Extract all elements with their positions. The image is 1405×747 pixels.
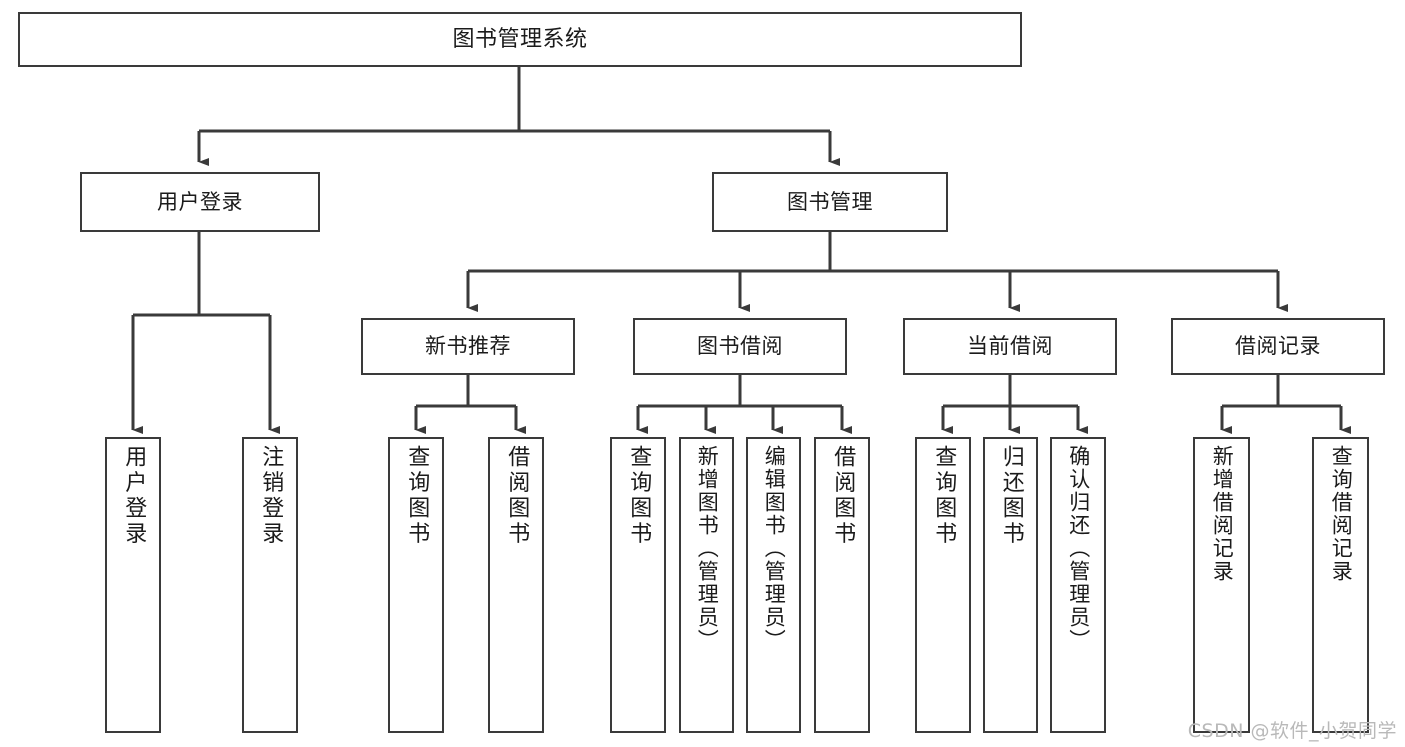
node-user-login-label: 用户登录 [157,189,243,214]
leaf-logout[interactable]: 注销登录 [242,437,298,733]
leaf-edit-book[interactable]: 编辑图书（管理员） [746,437,801,733]
leaf-user-login-label: 用户登录 [121,445,147,547]
node-current-borrow-label: 当前借阅 [967,334,1053,359]
leaf-query-record[interactable]: 查询借阅记录 [1312,437,1369,733]
leaf-confirm-return[interactable]: 确认归还（管理员） [1050,437,1106,733]
leaf-borrow-book-2-label: 借阅图书 [830,445,856,547]
node-new-book-rec[interactable]: 新书推荐 [361,318,575,375]
node-root[interactable]: 图书管理系统 [18,12,1022,67]
node-user-login[interactable]: 用户登录 [80,172,320,232]
node-new-book-rec-label: 新书推荐 [425,334,511,359]
leaf-borrow-book-1[interactable]: 借阅图书 [488,437,544,733]
leaf-add-book[interactable]: 新增图书（管理员） [679,437,734,733]
node-book-borrow[interactable]: 图书借阅 [633,318,847,375]
node-book-manage[interactable]: 图书管理 [712,172,948,232]
leaf-user-login[interactable]: 用户登录 [105,437,161,733]
leaf-query-book-1-label: 查询图书 [404,445,430,547]
leaf-logout-label: 注销登录 [258,445,284,547]
leaf-query-book-1[interactable]: 查询图书 [388,437,444,733]
leaf-borrow-book-1-label: 借阅图书 [504,445,530,547]
leaf-return-book-label: 归还图书 [998,445,1024,547]
leaf-confirm-return-label: 确认归还（管理员） [1066,445,1091,652]
csdn-watermark: CSDN @软件_小贺同学 [1187,720,1397,742]
leaf-add-record-label: 新增借阅记录 [1210,445,1235,583]
leaf-add-record[interactable]: 新增借阅记录 [1193,437,1250,733]
leaf-return-book[interactable]: 归还图书 [983,437,1038,733]
node-book-borrow-label: 图书借阅 [697,334,783,359]
leaf-query-record-label: 查询借阅记录 [1329,445,1354,583]
leaf-query-book-2[interactable]: 查询图书 [610,437,666,733]
node-root-label: 图书管理系统 [452,26,588,52]
node-current-borrow[interactable]: 当前借阅 [903,318,1117,375]
leaf-query-book-3-label: 查询图书 [931,445,957,547]
leaf-edit-book-label: 编辑图书（管理员） [762,445,787,652]
leaf-query-book-3[interactable]: 查询图书 [915,437,971,733]
node-borrow-record[interactable]: 借阅记录 [1171,318,1385,375]
node-borrow-record-label: 借阅记录 [1235,334,1321,359]
leaf-add-book-label: 新增图书（管理员） [695,445,720,652]
node-book-manage-label: 图书管理 [787,189,873,214]
leaf-borrow-book-2[interactable]: 借阅图书 [814,437,870,733]
leaf-query-book-2-label: 查询图书 [626,445,652,547]
